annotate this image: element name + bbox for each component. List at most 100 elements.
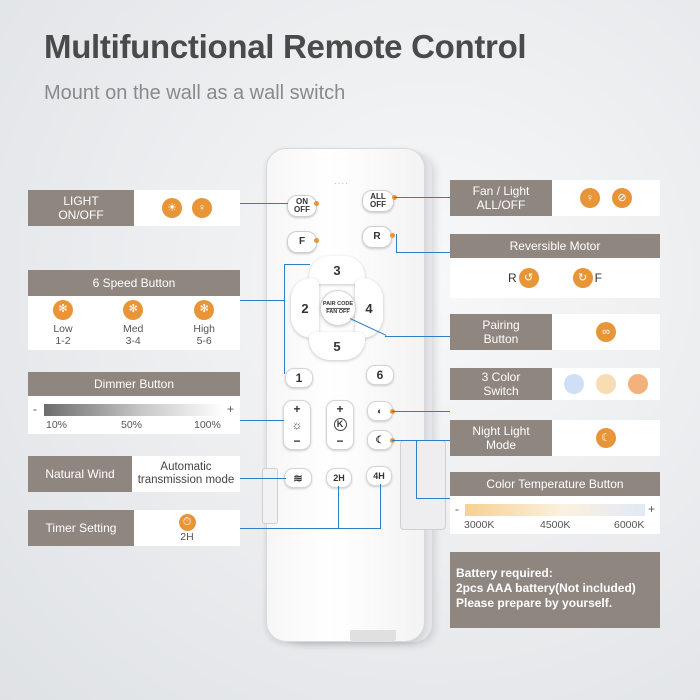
- speed-med-range: 3-4: [125, 334, 141, 347]
- speed-low-name: Low: [53, 322, 73, 335]
- moon-icon: ☾: [375, 434, 385, 446]
- connector-line: [392, 411, 450, 412]
- dimmer-tick-50: 50%: [121, 419, 143, 431]
- all-label-line1: Fan / Light: [472, 184, 530, 198]
- connector-line: [338, 486, 339, 528]
- timer-value: 2H: [180, 530, 194, 543]
- light-label-line2: ON/OFF: [58, 208, 104, 222]
- k-label: K: [333, 418, 347, 432]
- pairing-icon-box: ∞: [552, 314, 660, 350]
- color-swatch-neutral: [596, 374, 616, 394]
- pairing-label: Pairing Button: [450, 314, 552, 350]
- reversible-motor-box: R ↺ ↻ F: [450, 258, 660, 298]
- dimmer-minus: −: [293, 434, 301, 448]
- moon-icon: ☾: [596, 428, 616, 448]
- speed-label: 6 Speed Button: [28, 270, 240, 296]
- connector-line: [392, 440, 450, 441]
- dimmer-plus: +: [293, 402, 301, 416]
- pair-fan-off-button[interactable]: PAIR CODE FAN OFF: [320, 290, 356, 326]
- natural-wind-desc-line2: transmission mode: [137, 474, 235, 486]
- timer-label: Timer Setting: [28, 510, 134, 546]
- temp-tick-3000: 3000K: [464, 519, 495, 531]
- natural-wind-button[interactable]: ≋: [284, 468, 312, 488]
- connector-line: [385, 336, 450, 337]
- color-temp-gradient-bar: [465, 504, 645, 516]
- speed-label-text: 6 Speed Button: [92, 276, 176, 290]
- connector-line: [240, 300, 284, 301]
- speed-4-button[interactable]: 4: [355, 278, 383, 338]
- rotate-cw-icon: ↻: [572, 268, 593, 288]
- connector-line: [396, 252, 450, 253]
- timer-2h-label: 2H: [333, 473, 345, 483]
- speed-2-button[interactable]: 2: [291, 278, 319, 338]
- night-light-line1: Night Light: [472, 424, 530, 438]
- dimmer-tick-100: 100%: [194, 419, 221, 431]
- connector-line: [240, 478, 286, 479]
- all-label-line2: ALL/OFF: [476, 198, 526, 212]
- timer-4h-label: 4H: [373, 471, 385, 481]
- pair-code-label: PAIR CODE: [322, 300, 354, 307]
- remote-led-dots: ····: [334, 179, 349, 188]
- reverse-indicator: R ↺: [508, 268, 539, 288]
- reversible-motor-text: Reversible Motor: [509, 239, 601, 253]
- color-temp-rocker[interactable]: + K −: [326, 400, 354, 450]
- forward-button[interactable]: F: [287, 231, 317, 253]
- speed-level-med: ✻ Med 3-4: [123, 299, 143, 347]
- callout-dot: [390, 233, 395, 238]
- on-off-button[interactable]: ON OFF: [287, 195, 317, 217]
- dimmer-rocker[interactable]: + ☼ −: [283, 400, 311, 450]
- color-switch-label: 3 Color Switch: [450, 368, 552, 400]
- callout-dot: [314, 238, 319, 243]
- speed-high-range: 5-6: [196, 334, 212, 347]
- speed-1-button[interactable]: 1: [285, 368, 313, 388]
- pairing-line1: Pairing: [482, 318, 520, 332]
- timer-4h-button[interactable]: 4H: [366, 466, 392, 486]
- speed-low-range: 1-2: [55, 334, 71, 347]
- wall-bracket-right: [400, 440, 446, 530]
- temp-tick-6000: 6000K: [614, 519, 645, 531]
- speed-high-name: High: [193, 322, 215, 335]
- light-label: LIGHT ON/OFF: [28, 190, 134, 226]
- timer-icon: ⏱: [178, 513, 196, 531]
- sun-icon: ☀: [162, 198, 182, 218]
- color-temp-scale-box: - + 3000K 4500K 6000K: [450, 496, 660, 534]
- connector-line: [240, 528, 381, 529]
- speed-6-button[interactable]: 6: [366, 365, 394, 385]
- speed-levels-box: ✻ Low 1-2 ✻ Med 3-4 ✻ High 5-6: [28, 296, 240, 350]
- dimmer-tick-10: 10%: [46, 419, 68, 431]
- timer-2h-button[interactable]: 2H: [326, 468, 352, 488]
- speed-level-low: ✻ Low 1-2: [52, 299, 73, 347]
- natural-wind-text: Natural Wind: [45, 467, 115, 481]
- temp-scale-minus: -: [455, 502, 459, 516]
- connector-line: [396, 234, 397, 252]
- timer-label-text: Timer Setting: [45, 521, 117, 535]
- color-switch-box: [552, 368, 660, 400]
- color-temp-text: Color Temperature Button: [486, 477, 624, 491]
- bulb-icon: ♀: [192, 198, 212, 218]
- speed-2-label: 2: [301, 300, 309, 316]
- dimmer-gradient-bar: [44, 404, 224, 416]
- speed-1-label: 1: [295, 371, 303, 385]
- wind-icon: ≋: [293, 472, 303, 485]
- fan-icon: ✻: [194, 299, 215, 320]
- all-off-button[interactable]: ALL OFF: [362, 190, 394, 212]
- all-off-label-box: Fan / Light ALL/OFF: [450, 180, 552, 216]
- all-off-icons-box: ♀ ⊘: [552, 180, 660, 216]
- natural-wind-desc-line1: Automatic: [160, 461, 212, 473]
- speed-5-button[interactable]: 5: [309, 332, 365, 360]
- wall-bracket-left: [262, 468, 278, 524]
- dimmer-scale-box: - + 10% 50% 100%: [28, 396, 240, 434]
- reverse-button[interactable]: R: [362, 226, 392, 248]
- dimmer-label-text: Dimmer Button: [93, 377, 175, 391]
- temp-plus: +: [336, 402, 344, 417]
- connector-line: [240, 203, 288, 204]
- light-label-line1: LIGHT: [63, 194, 99, 208]
- natural-wind-label: Natural Wind: [28, 456, 132, 492]
- battery-line2: 2pcs AAA battery(Not included): [456, 581, 636, 595]
- fan-off-icon: ⊘: [612, 188, 632, 208]
- temp-scale-plus: +: [648, 502, 656, 516]
- forward-f-label: F: [594, 271, 602, 285]
- speed-3-button[interactable]: 3: [309, 256, 365, 284]
- fan-off-label: FAN OFF: [326, 307, 350, 315]
- rotate-ccw-icon: ↺: [518, 268, 539, 288]
